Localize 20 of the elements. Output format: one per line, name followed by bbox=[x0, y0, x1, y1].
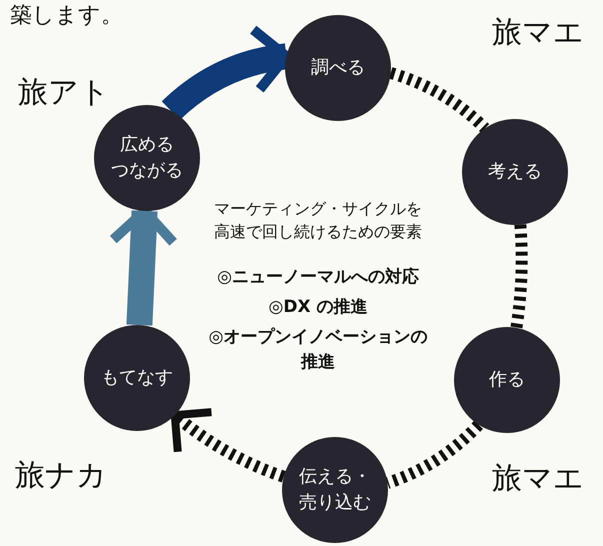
phase-label: 旅マエ bbox=[492, 14, 584, 52]
striped-arrow bbox=[170, 408, 286, 482]
bullet-item: ◎オープンイノベーションの推進 bbox=[208, 326, 428, 374]
step-label: 伝える・売り込む bbox=[298, 465, 372, 515]
phase-label: 旅アト bbox=[18, 74, 110, 112]
step-label: 調べる bbox=[311, 56, 365, 80]
step-label: 広める bbox=[120, 133, 174, 157]
bullet-item: ◎DX の推進 bbox=[268, 296, 368, 319]
center-heading: マーケティング・サイクルを高速で回し続けるための要素 bbox=[213, 198, 423, 244]
intro-text: 築します。 bbox=[10, 2, 123, 30]
phase-label: 旅ナカ bbox=[15, 457, 107, 495]
striped-connector bbox=[388, 67, 490, 133]
phase-label: 旅マエ bbox=[492, 460, 584, 498]
bullet-item: ◎ニューノーマルへの対応 bbox=[216, 266, 420, 289]
striped-connector bbox=[386, 420, 483, 489]
step-label: もてなす bbox=[101, 366, 173, 390]
step-label: 考える bbox=[488, 160, 542, 184]
striped-connector bbox=[510, 224, 528, 329]
step-label: 作る bbox=[489, 368, 525, 392]
step-label: つながる bbox=[111, 159, 183, 183]
